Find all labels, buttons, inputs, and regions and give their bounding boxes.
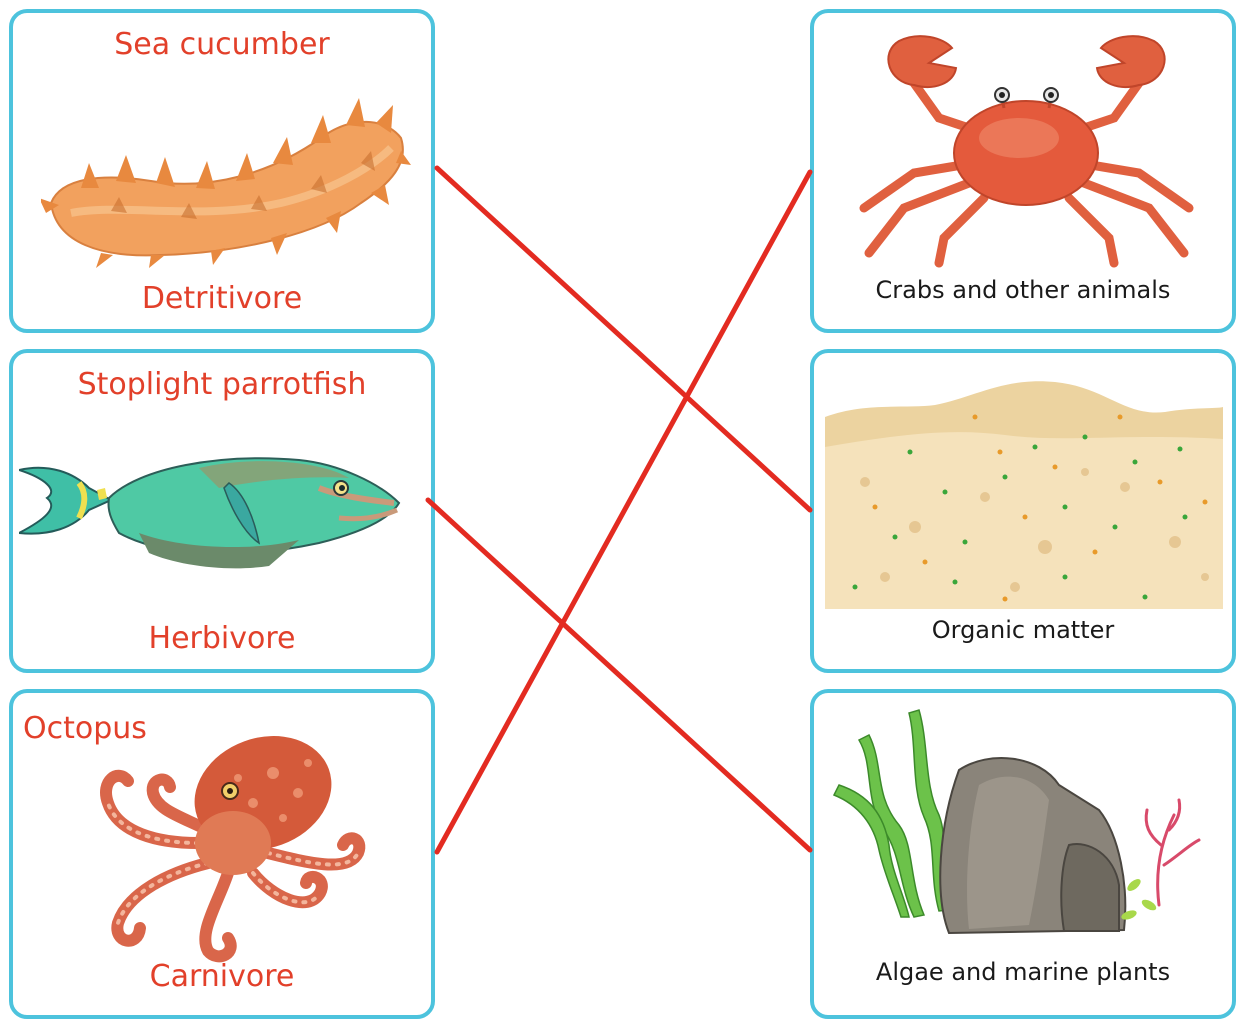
connection-line-sea-cucumber bbox=[437, 168, 810, 510]
connection-line-parrotfish bbox=[428, 500, 810, 850]
connection-line-octopus bbox=[437, 172, 810, 852]
